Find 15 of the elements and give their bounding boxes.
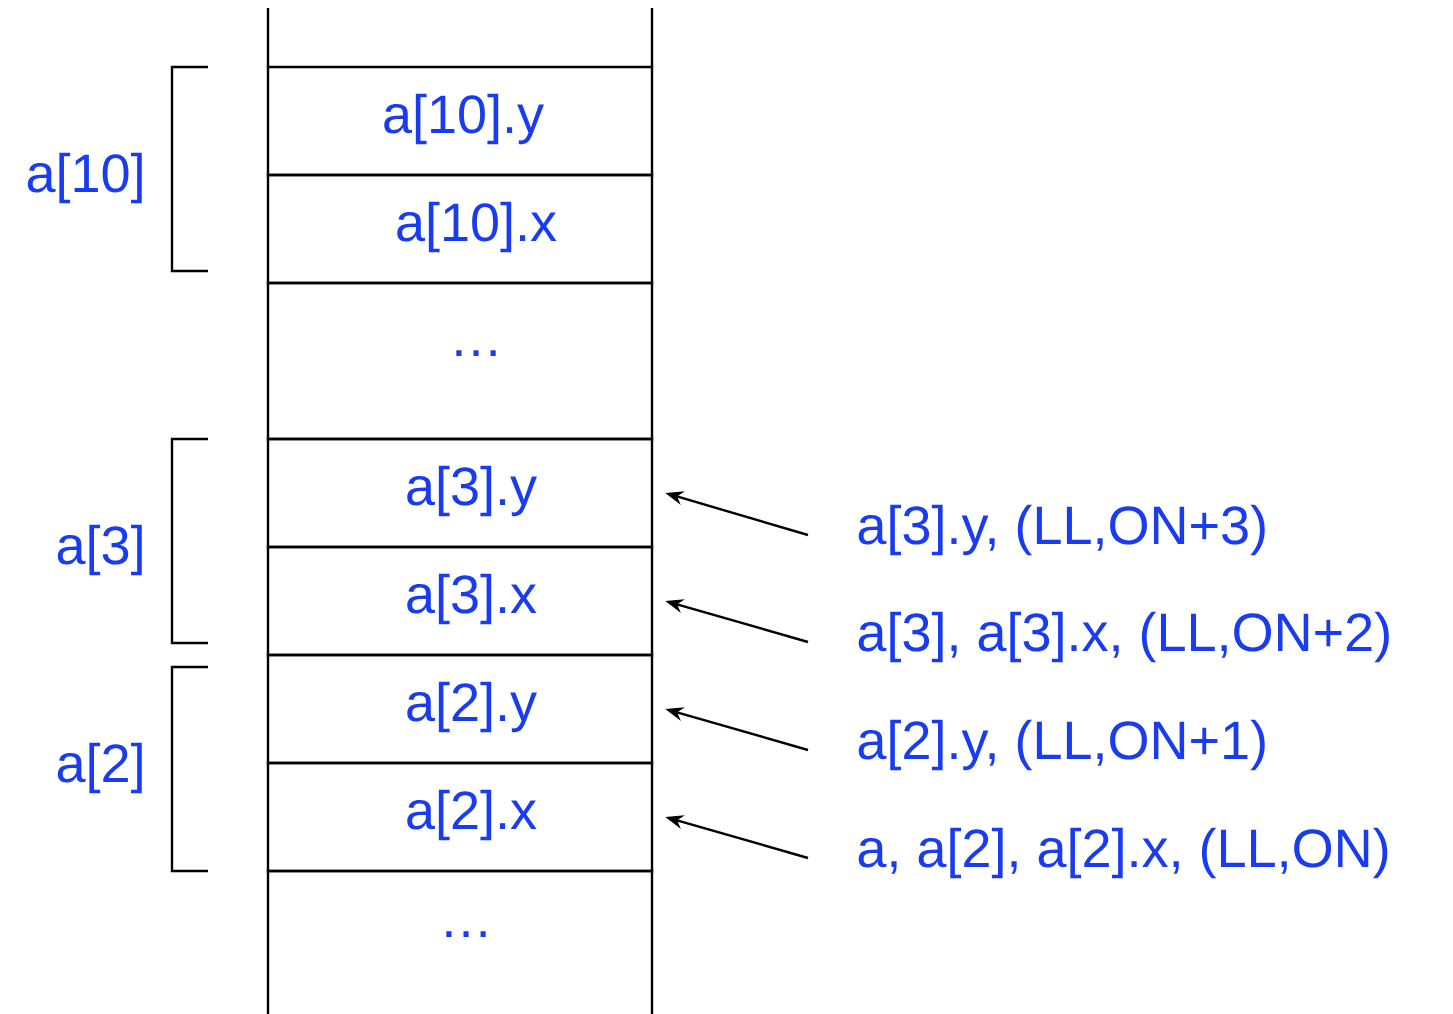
address-label: a[2].y, (LL,ON+1) <box>858 719 1265 771</box>
memory-cell: … <box>266 869 654 1014</box>
memory-cell: a[3].x <box>266 545 654 657</box>
memory-cell: a[10].x <box>266 173 654 285</box>
memory-cell: a[2].y <box>266 653 654 765</box>
memory-cell: a[3].y <box>266 437 654 549</box>
group-label: a[3] <box>57 524 142 576</box>
memory-cell: … <box>266 281 654 441</box>
address-label: a, a[2], a[2].x, (LL,ON) <box>858 827 1388 879</box>
group-label: a[2] <box>57 742 142 794</box>
address-label: a[3], a[3].x, (LL,ON+2) <box>858 611 1389 663</box>
group-label: a[10] <box>27 152 142 204</box>
memory-cell: a[10].y <box>266 65 654 177</box>
memory-cell: a[2].x <box>266 761 654 873</box>
address-label: a[3].y, (LL,ON+3) <box>858 504 1265 556</box>
